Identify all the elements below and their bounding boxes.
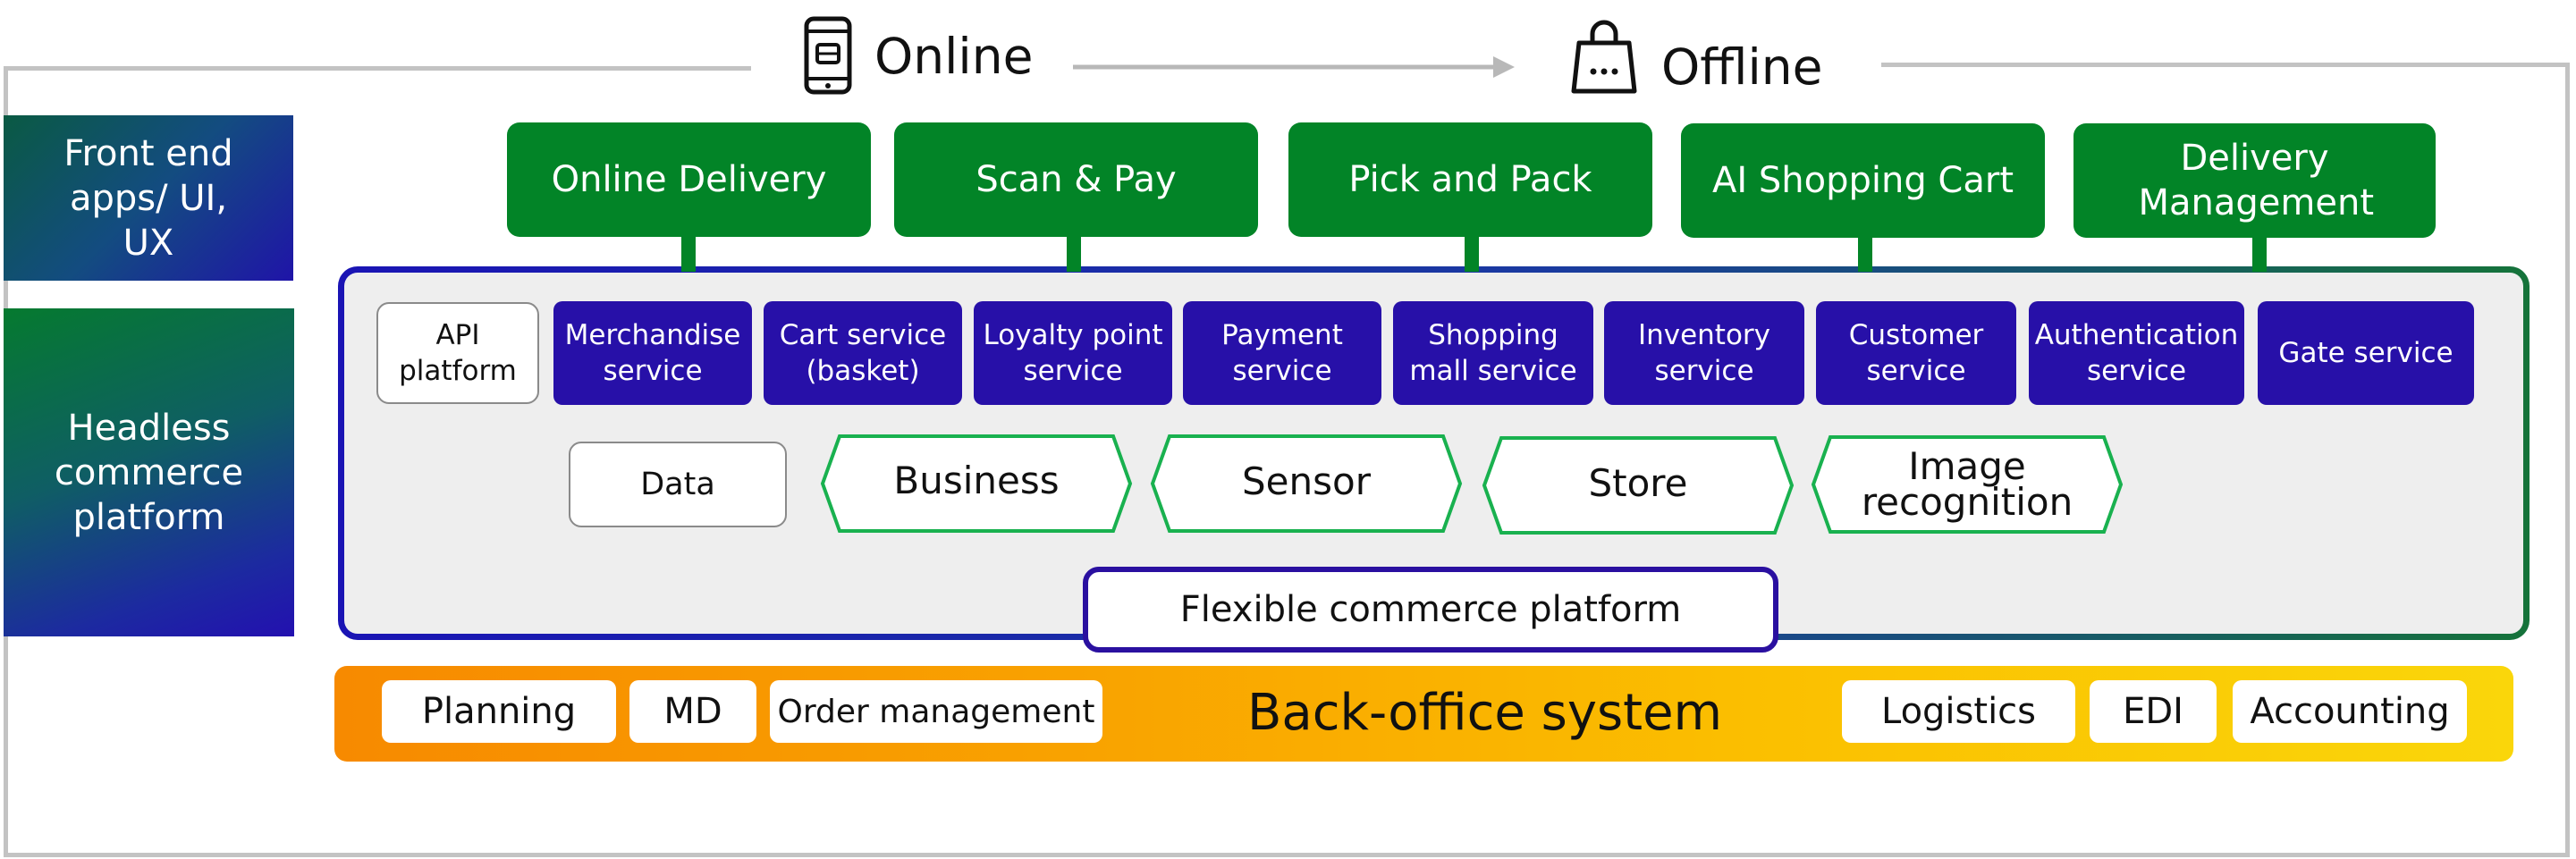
pick-and-pack-button[interactable]: Pick and Pack: [1288, 122, 1652, 237]
loyalty-point-service-box: Loyalty point service: [974, 301, 1172, 405]
frame-top-right-line: [1881, 63, 2570, 67]
online-label: Online: [874, 28, 1034, 85]
accounting-box: Accounting: [2233, 680, 2467, 743]
logistics-box: Logistics: [1842, 680, 2075, 743]
image-recognition-label: Image recognition: [1861, 444, 2073, 524]
shopping-mall-service-box: Shopping mall service: [1393, 301, 1593, 405]
gate-service-box: Gate service: [2258, 301, 2474, 405]
ai-shopping-cart-button[interactable]: AI Shopping Cart: [1681, 123, 2045, 238]
authentication-service-box: Authentication service: [2029, 301, 2244, 405]
customer-service-box: Customer service: [1816, 301, 2016, 405]
order-management-box: Order management: [770, 680, 1102, 743]
frontend-apps-label: Front end apps/ UI, UX: [4, 115, 293, 281]
business-label: Business: [893, 458, 1060, 502]
shopping-bag-icon: [1570, 20, 1638, 95]
connector-stem: [1858, 234, 1872, 272]
store-label: Store: [1588, 461, 1688, 505]
md-box: MD: [629, 680, 756, 743]
scan-and-pay-button[interactable]: Scan & Pay: [894, 122, 1258, 237]
delivery-management-button[interactable]: Delivery Management: [2073, 123, 2436, 238]
connector-stem: [681, 234, 696, 272]
store-hexagon: [1482, 436, 1795, 535]
offline-label: Offline: [1661, 38, 1823, 96]
headless-commerce-label: Headless commerce platform: [4, 308, 294, 636]
back-office-title: Back-office system: [1247, 684, 1723, 742]
image-recognition-hexagon: [1811, 435, 2124, 534]
api-platform-box: API platform: [376, 302, 539, 404]
planning-box: Planning: [382, 680, 616, 743]
cart-service-box: Cart service (basket): [764, 301, 962, 405]
connector-stem: [2252, 234, 2267, 272]
connector-stem: [1465, 234, 1479, 272]
data-box: Data: [569, 442, 787, 527]
frame-bottom-line: [4, 853, 2570, 857]
merchandise-service-box: Merchandise service: [553, 301, 752, 405]
connector-stem: [1067, 234, 1081, 272]
flexible-commerce-platform-label: Flexible commerce platform: [1083, 567, 1778, 653]
sensor-label: Sensor: [1242, 459, 1371, 503]
business-hexagon: [820, 434, 1133, 533]
payment-service-box: Payment service: [1183, 301, 1381, 405]
edi-box: EDI: [2090, 680, 2217, 743]
sensor-hexagon: [1150, 434, 1463, 533]
inventory-service-box: Inventory service: [1604, 301, 1804, 405]
smartphone-icon: [803, 16, 853, 95]
online-to-offline-arrow: [1073, 54, 1520, 80]
frame-top-left-line: [4, 66, 751, 71]
online-delivery-button[interactable]: Online Delivery: [507, 122, 871, 237]
frame-right-line: [2565, 63, 2570, 857]
